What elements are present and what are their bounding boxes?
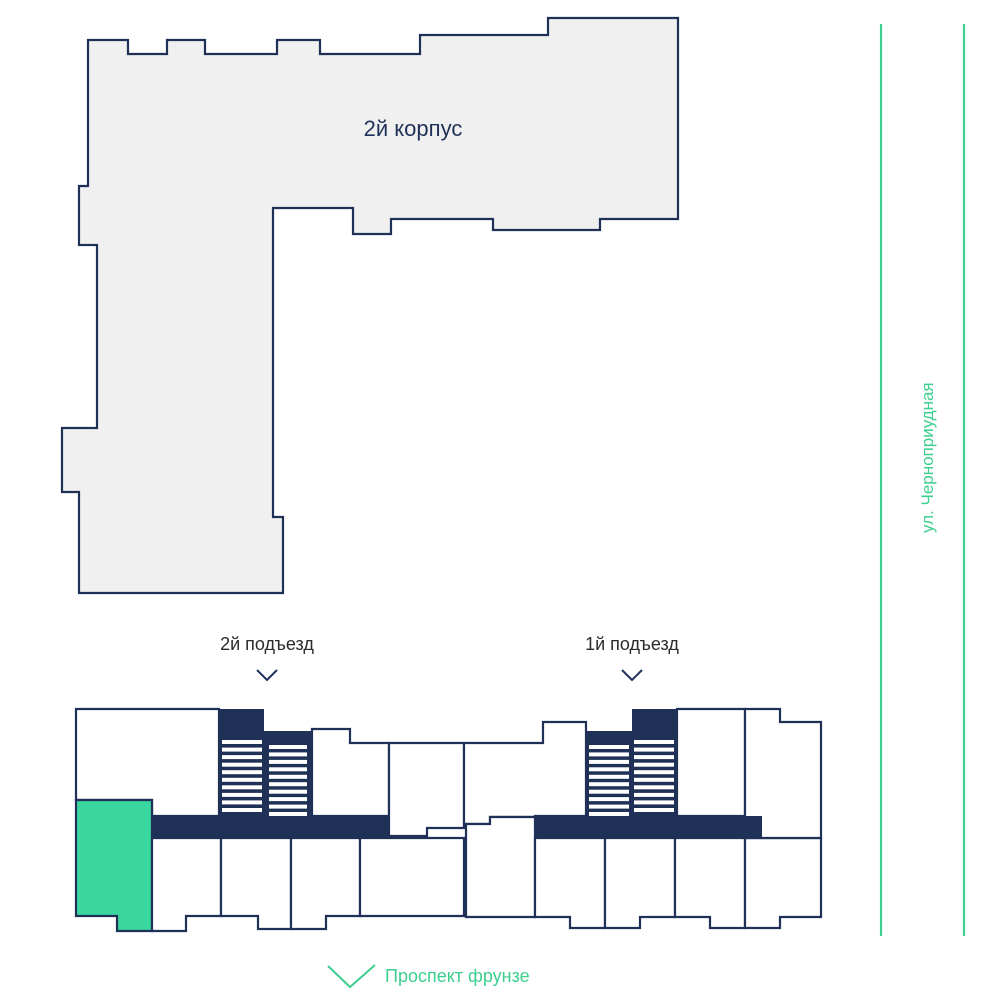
corridor-west bbox=[152, 816, 389, 838]
apartment-unit[interactable] bbox=[310, 727, 391, 818]
apartment-unit[interactable] bbox=[533, 836, 607, 930]
stair-step bbox=[222, 800, 262, 805]
entrance-1-label: 1й подъезд bbox=[585, 634, 679, 654]
apartment-unit[interactable] bbox=[743, 836, 823, 930]
stair-step bbox=[634, 755, 674, 760]
stair-step bbox=[634, 785, 674, 790]
stair-step bbox=[589, 774, 629, 779]
stair-step bbox=[589, 745, 629, 749]
stair-step bbox=[589, 752, 629, 757]
stair-step bbox=[269, 782, 307, 787]
apartment-unit[interactable] bbox=[462, 720, 588, 826]
corridors-and-stairs bbox=[152, 709, 762, 838]
stair-step bbox=[634, 800, 674, 805]
stair-step bbox=[589, 804, 629, 809]
stair-step bbox=[589, 759, 629, 764]
building-2-outline[interactable] bbox=[60, 16, 680, 595]
apartment-unit[interactable] bbox=[464, 815, 537, 919]
apartment-unit[interactable] bbox=[603, 836, 677, 930]
stair-step bbox=[589, 812, 629, 816]
stair-step bbox=[634, 762, 674, 767]
stair-step bbox=[222, 747, 262, 752]
apartment-unit[interactable] bbox=[219, 836, 293, 931]
corridor-east bbox=[535, 816, 762, 838]
stair-step bbox=[222, 785, 262, 790]
stair-step bbox=[269, 752, 307, 757]
stair-step bbox=[634, 777, 674, 782]
apartment-unit[interactable] bbox=[675, 707, 747, 818]
stair-step bbox=[589, 789, 629, 794]
apartment-unit[interactable] bbox=[387, 741, 466, 838]
stair-step bbox=[269, 774, 307, 779]
building-1-floor-plan bbox=[74, 707, 823, 933]
stair-step bbox=[269, 804, 307, 809]
building-2-label: 2й корпус bbox=[364, 116, 463, 141]
stair-step bbox=[269, 789, 307, 794]
stair-step bbox=[269, 745, 307, 749]
apartment-unit[interactable] bbox=[150, 836, 223, 933]
stair-step bbox=[634, 747, 674, 752]
stair-step bbox=[222, 792, 262, 797]
stair-step bbox=[589, 767, 629, 772]
apartment-unit-selected[interactable] bbox=[74, 798, 154, 933]
stair-step bbox=[634, 770, 674, 775]
stair-step bbox=[634, 792, 674, 797]
stair-step bbox=[222, 770, 262, 775]
stair-step bbox=[634, 740, 674, 744]
stair-step bbox=[589, 782, 629, 787]
stair-step bbox=[269, 812, 307, 816]
stair-step bbox=[222, 762, 262, 767]
entrance-2-label: 2й подъезд bbox=[220, 634, 314, 654]
stair-step bbox=[634, 808, 674, 812]
stair-step bbox=[222, 808, 262, 812]
stair-step bbox=[222, 740, 262, 744]
stair-step bbox=[269, 797, 307, 802]
stair-step bbox=[269, 759, 307, 764]
stair-step bbox=[589, 797, 629, 802]
stair-steps bbox=[222, 740, 674, 816]
entrance-1-arrow-icon[interactable] bbox=[621, 669, 643, 682]
apartment-unit[interactable] bbox=[289, 836, 362, 931]
stair-step bbox=[222, 755, 262, 760]
apartment-unit[interactable] bbox=[358, 836, 466, 918]
stair-step bbox=[269, 767, 307, 772]
south-street-arrow-icon bbox=[327, 964, 376, 989]
apartment-unit[interactable] bbox=[673, 836, 747, 930]
south-street-label: Проспект фрунзе bbox=[385, 966, 530, 986]
entrance-2-arrow-icon[interactable] bbox=[256, 669, 278, 682]
stair-step bbox=[222, 777, 262, 782]
east-street-label: ул. Черноприудная bbox=[918, 382, 937, 533]
